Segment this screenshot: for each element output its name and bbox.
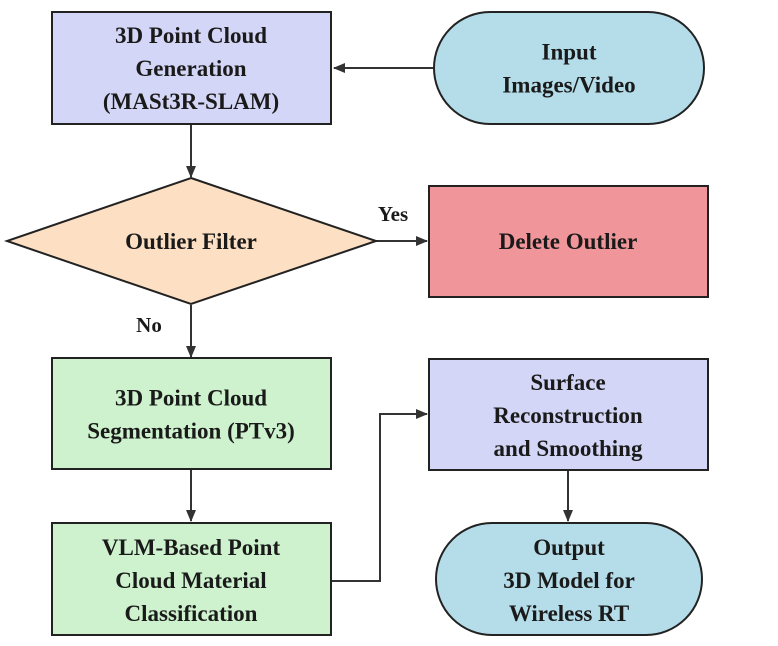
node-text-line: Reconstruction <box>493 403 643 428</box>
delete-text: Delete Outlier <box>499 229 638 254</box>
no-label: No <box>136 313 162 337</box>
node-text-line: Wireless RT <box>509 601 629 626</box>
filter-diamond <box>3 176 380 306</box>
node-text-line: 3D Point Cloud <box>115 385 267 410</box>
input-terminal <box>433 11 705 125</box>
classification-box <box>51 522 332 636</box>
node-text-line: 3D Model for <box>503 568 635 593</box>
node-text-line: Delete Outlier <box>499 229 638 254</box>
yes-label: Yes <box>378 202 408 226</box>
node-text-line: Cloud Material <box>115 568 266 593</box>
filter-text: Outlier Filter <box>125 229 257 254</box>
generation-box <box>51 11 332 125</box>
node-text-line: Output <box>533 535 605 560</box>
output-terminal <box>435 522 703 636</box>
delete-box <box>428 185 709 298</box>
node-text-line: Images/Video <box>502 72 635 97</box>
node-text-line: Generation <box>135 56 246 81</box>
node-text-line: Outlier Filter <box>125 229 257 254</box>
node-text-line: Surface <box>530 370 605 395</box>
node-delete-outlier: Delete Outlier <box>428 185 709 298</box>
node-text-line: (MASt3R-SLAM) <box>103 89 279 114</box>
node-text-line: Segmentation (PTv3) <box>87 418 295 443</box>
segmentation-box <box>51 357 332 470</box>
node-text-line: VLM-Based Point <box>102 535 281 560</box>
node-text-line: and Smoothing <box>494 436 643 461</box>
surface-box <box>428 358 709 471</box>
arrow-classification-to-surface <box>331 409 428 582</box>
node-outlier-filter: Outlier Filter <box>3 176 380 306</box>
node-text-line: Input <box>542 39 597 64</box>
node-text-line: Classification <box>125 601 258 626</box>
node-text-line: 3D Point Cloud <box>115 23 267 48</box>
